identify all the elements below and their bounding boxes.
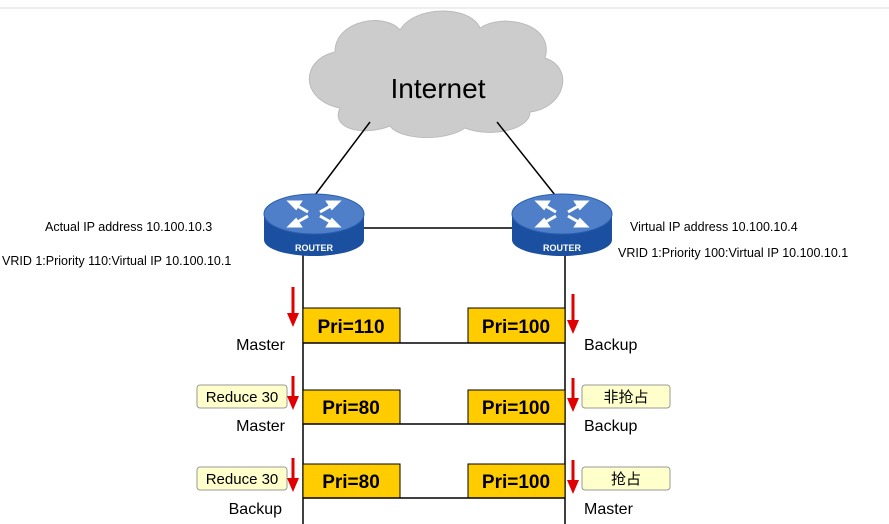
stage-1: Pri=110 Pri=100 Master Backup (236, 287, 637, 354)
right-note-label: 抢占 (611, 470, 641, 488)
right-priority-label: Pri=100 (482, 472, 550, 493)
right-role-label: Backup (584, 418, 637, 435)
internet-cloud: Internet (308, 10, 564, 138)
left-router: ROUTER (263, 193, 365, 256)
router-label: ROUTER (295, 243, 334, 253)
router-arrows-icon (286, 200, 342, 228)
right-priority-label: Pri=100 (482, 398, 550, 419)
left-role-label: Backup (229, 501, 282, 518)
left-priority-label: Pri=80 (322, 472, 380, 493)
router-arrows-icon (534, 200, 590, 228)
left-priority-box (302, 307, 401, 344)
left-router-ip: Actual IP address 10.100.10.3 (45, 220, 212, 234)
right-router: ROUTER (511, 193, 613, 256)
right-priority-box (467, 307, 566, 344)
left-note-label: Reduce 30 (206, 471, 279, 488)
left-priority-label: Pri=110 (317, 317, 384, 338)
left-priority-label: Pri=80 (322, 398, 380, 419)
left-role-label: Master (236, 337, 286, 354)
left-priority-box (302, 463, 401, 499)
right-role-label: Backup (584, 337, 637, 354)
right-note-label: 非抢占 (603, 388, 648, 406)
internet-label: Internet (391, 73, 486, 104)
left-note-box (196, 466, 288, 491)
right-note-box (581, 466, 671, 491)
stage-3: Reduce 30 抢占 Pri=80 Pri=100 Backup Maste… (196, 458, 671, 518)
right-down-arrow-icon (567, 378, 579, 412)
right-role-label: Master (584, 501, 634, 518)
right-router-ip: Virtual IP address 10.100.10.4 (630, 220, 798, 234)
left-note-box (196, 384, 288, 409)
stage-2: Reduce 30 非抢占 Pri=80 Pri=100 Master Back… (196, 376, 671, 435)
left-down-arrow-icon (287, 376, 299, 410)
right-down-arrow-icon (567, 294, 579, 334)
left-down-arrow-icon (287, 287, 299, 327)
left-priority-box (302, 389, 401, 425)
right-priority-box (467, 463, 566, 499)
left-role-label: Master (236, 418, 286, 435)
left-down-arrow-icon (287, 458, 299, 492)
right-down-arrow-icon (567, 460, 579, 494)
right-note-box (581, 384, 671, 409)
cloud-right-router-link (496, 121, 556, 196)
cloud-left-router-link (314, 121, 371, 196)
router-label: ROUTER (543, 243, 582, 253)
left-router-vrid: VRID 1:Priority 110:Virtual IP 10.100.10… (2, 254, 231, 268)
right-router-vrid: VRID 1:Priority 100:Virtual IP 10.100.10… (618, 246, 848, 260)
left-note-label: Reduce 30 (206, 389, 279, 406)
right-priority-label: Pri=100 (482, 317, 550, 338)
